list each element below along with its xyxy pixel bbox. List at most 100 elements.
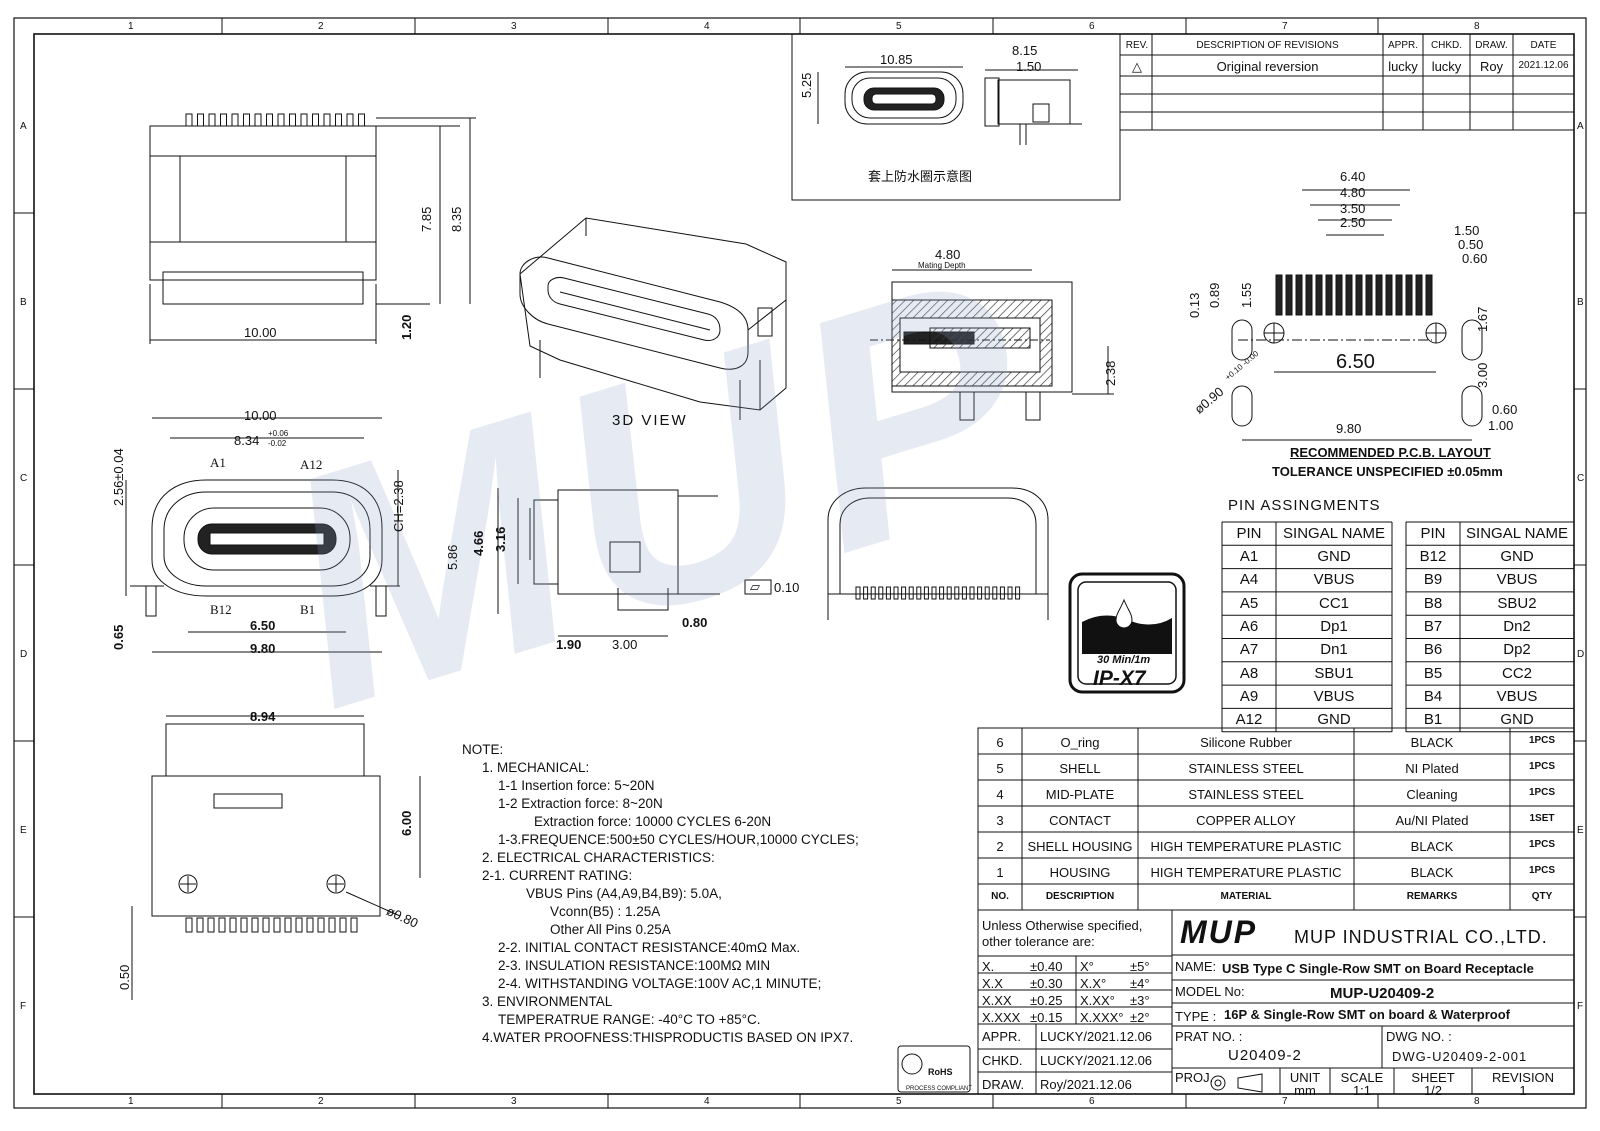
signal-cell: GND bbox=[1317, 548, 1351, 565]
bottom-width: 8.94 bbox=[250, 709, 276, 724]
pcb-pad bbox=[1325, 274, 1333, 316]
pcb-pad bbox=[1365, 274, 1373, 316]
note-line: NOTE: bbox=[462, 742, 504, 757]
bom-header: QTY bbox=[1531, 891, 1553, 902]
side-dim-080: 0.80 bbox=[682, 615, 708, 630]
pcb-pad bbox=[1425, 274, 1433, 316]
column-label-top: 3 bbox=[511, 21, 517, 32]
pcb-dim-050: 0.50 bbox=[1458, 237, 1484, 252]
pcb-dim-980: 9.80 bbox=[1336, 421, 1362, 436]
top-view-pin bbox=[289, 113, 296, 127]
top-view-pin bbox=[208, 113, 216, 127]
bom-cell: 1 bbox=[996, 865, 1004, 880]
top-view-pin bbox=[220, 113, 227, 127]
unit-label: UNIT bbox=[1289, 1070, 1321, 1085]
note-line: Vconn(B5) : 1.25A bbox=[550, 904, 661, 919]
rear-view-pin bbox=[923, 586, 929, 600]
bottom-view-pins bbox=[185, 917, 358, 933]
pcb-pad bbox=[1375, 274, 1383, 316]
tolerance-cell: ±3° bbox=[1130, 993, 1150, 1008]
type-label: TYPE : bbox=[1175, 1009, 1217, 1024]
bom-cell: MID-PLATE bbox=[1045, 787, 1115, 802]
row-label-right: F bbox=[1577, 1001, 1584, 1012]
bottom-view-pin bbox=[306, 917, 314, 933]
tolerance-cell: ±0.15 bbox=[1030, 1010, 1063, 1025]
pcb-pad bbox=[1295, 274, 1303, 316]
section-view bbox=[870, 269, 1114, 421]
pin-cell: B8 bbox=[1423, 594, 1443, 612]
note-line: 1. MECHANICAL: bbox=[482, 760, 590, 775]
front-height: 2.56±0.04 bbox=[111, 448, 126, 506]
signal-cell: Dn2 bbox=[1503, 617, 1531, 635]
bom-cell: SHELL HOUSING bbox=[1027, 839, 1133, 854]
column-label-top: 1 bbox=[128, 21, 134, 32]
rear-view-pin bbox=[893, 586, 899, 600]
draw-header: DRAW. bbox=[1475, 40, 1508, 51]
column-label-bottom: 6 bbox=[1089, 1096, 1095, 1107]
bottom-view-pin bbox=[295, 917, 303, 933]
tolerance-cell: X.XX bbox=[982, 993, 1012, 1008]
row-label-right: B bbox=[1577, 297, 1584, 308]
pcb-dim-089: 0.89 bbox=[1207, 282, 1222, 308]
revision-label: REVISION bbox=[1491, 1070, 1555, 1085]
note-line: 2-3. INSULATION RESISTANCE:100MΩ MIN bbox=[498, 958, 771, 973]
pcb-pad bbox=[1395, 274, 1403, 316]
pcb-dim-060: 0.60 bbox=[1462, 251, 1488, 266]
top-view-pin bbox=[358, 113, 365, 127]
pcb-dim-150: 1.50 bbox=[1454, 223, 1480, 238]
signal-cell: SBU1 bbox=[1314, 664, 1354, 682]
section-dim-depth: 4.80 bbox=[935, 247, 961, 262]
column-label-bottom: 8 bbox=[1474, 1096, 1480, 1107]
proj-label: PROJ. bbox=[1175, 1070, 1214, 1085]
bom-cell: BLACK bbox=[1410, 839, 1454, 854]
column-label-bottom: 1 bbox=[128, 1096, 134, 1107]
pin-header: PIN bbox=[1420, 525, 1446, 542]
pcb-pad bbox=[1315, 274, 1323, 316]
rear-view-pin bbox=[954, 586, 960, 600]
bottom-height: 6.00 bbox=[399, 810, 414, 836]
bom-header: NO. bbox=[991, 891, 1009, 902]
label-a12: A12 bbox=[300, 457, 323, 472]
side-dim-300: 3.00 bbox=[612, 637, 638, 652]
pcb-dim-167: 1.67 bbox=[1475, 306, 1490, 332]
pin-cell: B12 bbox=[1419, 548, 1447, 565]
bom-cell: CONTACT bbox=[1049, 813, 1111, 828]
tolerance-cell: ±0.25 bbox=[1030, 993, 1063, 1008]
bottom-view-pin bbox=[328, 917, 336, 933]
top-view-pin bbox=[277, 113, 285, 127]
inset-caption: 套上防水圈示意图 bbox=[868, 170, 973, 185]
rear-view-pin bbox=[870, 586, 876, 600]
column-label-bottom: 2 bbox=[318, 1096, 324, 1107]
pin-cell: B7 bbox=[1423, 617, 1443, 635]
bottom-view-pin bbox=[185, 917, 193, 933]
tolerance-cell: X.X bbox=[982, 976, 1003, 991]
notes-block: NOTE: 1. MECHANICAL: 1-1 Insertion force… bbox=[462, 741, 859, 1047]
bom-header: REMARKS bbox=[1406, 891, 1458, 902]
flatness-symbol: ▱ bbox=[750, 579, 760, 594]
row-label-left: E bbox=[20, 825, 27, 836]
company-logo: MUP bbox=[1180, 914, 1258, 950]
tolerance-cell: ±0.30 bbox=[1030, 976, 1063, 991]
appr-header: APPR. bbox=[1387, 40, 1418, 51]
front-view bbox=[125, 417, 400, 653]
approval-label: APPR. bbox=[982, 1029, 1022, 1044]
rear-view-pin bbox=[992, 586, 998, 600]
bom-cell: HIGH TEMPERATURE PLASTIC bbox=[1150, 839, 1342, 854]
tolerance-cell: X. bbox=[982, 959, 995, 974]
top-view-pin bbox=[231, 113, 239, 127]
row-ticks bbox=[14, 212, 1586, 918]
product-name: USB Type C Single-Row SMT on Board Recep… bbox=[1222, 961, 1534, 976]
bom-cell: 4 bbox=[996, 787, 1004, 802]
signal-cell: Dn1 bbox=[1320, 641, 1348, 659]
note-line: 2. ELECTRICAL CHARACTERISTICS: bbox=[482, 850, 715, 865]
rev-date: 2021.12.06 bbox=[1518, 60, 1569, 71]
row-label-right: E bbox=[1577, 825, 1584, 836]
sheet-label: SHEET bbox=[1411, 1070, 1455, 1085]
bottom-view-pin bbox=[240, 917, 248, 933]
approval-label: DRAW. bbox=[982, 1077, 1025, 1092]
pcb-dim-250: 2.50 bbox=[1340, 215, 1366, 230]
company-name: MUP INDUSTRIAL CO.,LTD. bbox=[1294, 927, 1548, 947]
section-dim-side: 2.38 bbox=[1103, 360, 1118, 386]
rev-draw: Roy bbox=[1479, 59, 1504, 74]
row-label-left: D bbox=[20, 649, 28, 660]
